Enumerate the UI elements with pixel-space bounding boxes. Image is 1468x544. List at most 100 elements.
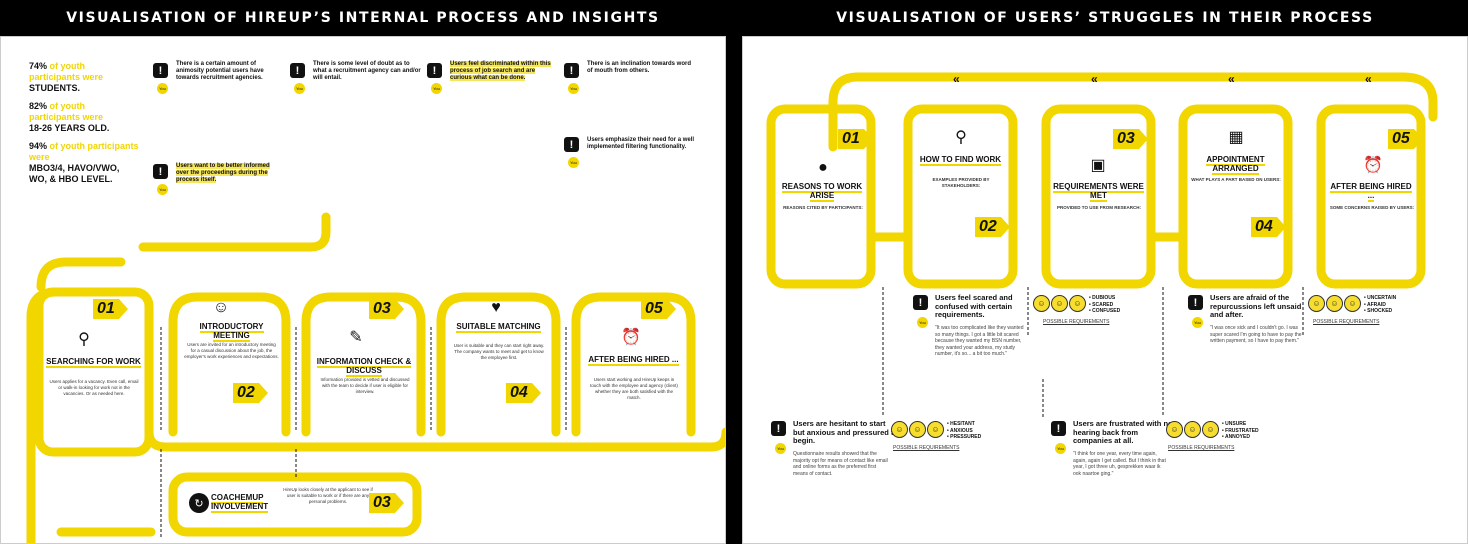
afraid-face-icon: ☺ bbox=[1326, 295, 1343, 312]
stat-students-num: 74% bbox=[29, 61, 48, 71]
alert-icon: ! bbox=[564, 137, 579, 152]
you-icon: You bbox=[1055, 443, 1066, 454]
right-process-path bbox=[766, 72, 1438, 417]
right-step-tag-01: 01 bbox=[838, 129, 873, 149]
step-title-05-text: AFTER BEING HIRED ... bbox=[588, 355, 679, 366]
right-step-sub-04: WHAT PLAYS A PART BASED ON USERS: bbox=[1191, 177, 1281, 182]
emotion-list-2: • UNCERTAIN • AFRAID • SHOCKED bbox=[1364, 295, 1396, 315]
chevron-left-icon: « bbox=[953, 72, 960, 86]
scared-face-icon: ☺ bbox=[1051, 295, 1068, 312]
step-text-coachemup: HireUp looks closely at the applicant to… bbox=[283, 487, 373, 504]
possible-requirements-label: POSSIBLE REQUIREMENTS bbox=[1168, 445, 1235, 451]
insight-title-3: Users feel discriminated within this pro… bbox=[450, 61, 551, 81]
left-process-path bbox=[26, 212, 725, 543]
stat-age: 82% of youth participants were 18-26 YEA… bbox=[29, 101, 129, 134]
emotion-list-1: • DUBIOUS • SCARED • CONFUSED bbox=[1089, 295, 1120, 315]
right-step-tag-03: 03 bbox=[1113, 129, 1148, 149]
emotion-item: • SHOCKED bbox=[1364, 308, 1393, 314]
stat-level-text: of youth participants were bbox=[29, 141, 139, 162]
chevron-left-icon: « bbox=[1228, 72, 1235, 86]
stat-age-value: 18-26 YEARS OLD. bbox=[29, 123, 110, 133]
right-step-tag-05: 05 bbox=[1388, 129, 1423, 149]
you-icon: You bbox=[775, 443, 786, 454]
emotion-item: • UNSURE bbox=[1222, 421, 1247, 427]
struggle-quote-3: Questionnaire results showed that the ma… bbox=[793, 451, 888, 477]
you-icon: You bbox=[294, 83, 305, 94]
uncertain-face-icon: ☺ bbox=[1308, 295, 1325, 312]
handshake-icon: ♥ bbox=[491, 299, 501, 316]
insight-note-2: There is some level of doubt as to what … bbox=[313, 61, 421, 85]
right-step-sub-01: REASONS CITED BY PARTICIPANTS: bbox=[783, 205, 863, 210]
step-title-04: SUITABLE MATCHING bbox=[451, 322, 546, 333]
stat-age-text: of youth participants were bbox=[29, 101, 104, 122]
annoyed-face-icon: ☺ bbox=[1202, 421, 1219, 438]
stat-level-value: MBO3/4, HAVO/VWO, WO, & HBO LEVEL. bbox=[29, 163, 120, 184]
struggle-quote-2: "I was once sick and I couldn't go. I wa… bbox=[1210, 325, 1302, 344]
right-step-title-05-text: AFTER BEING HIRED ... bbox=[1330, 182, 1412, 202]
struggle-title-3: Users are hesitant to start but anxious … bbox=[793, 419, 899, 445]
emotion-item: • CONFUSED bbox=[1089, 308, 1121, 314]
emotion-item: • ANNOYED bbox=[1222, 434, 1250, 440]
insight-title-4: There is an inclination towards word of … bbox=[587, 61, 692, 74]
possible-requirements-label: POSSIBLE REQUIREMENTS bbox=[1313, 319, 1380, 325]
left-frame: 74% of youth participants were STUDENTS.… bbox=[0, 36, 726, 544]
step-title-01-text: SEARCHING FOR WORK bbox=[46, 357, 141, 368]
calendar-icon: ▦ bbox=[1228, 129, 1244, 146]
struggle-quote-4: "I think for one year, every time again,… bbox=[1073, 451, 1166, 477]
chevron-left-icon: « bbox=[1091, 72, 1098, 86]
insight-note-3: Users feel discriminated within this pro… bbox=[450, 61, 558, 82]
stat-students: 74% of youth participants were STUDENTS. bbox=[29, 61, 129, 94]
unsure-face-icon: ☺ bbox=[1166, 421, 1183, 438]
confused-face-icon: ☺ bbox=[1069, 295, 1086, 312]
speech-bubble-icon: ● bbox=[818, 159, 828, 176]
emotion-list-3: • HESITANT • ANXIOUS • PRESSURED bbox=[947, 421, 981, 441]
alert-icon: ! bbox=[1051, 421, 1066, 436]
emotion-item: • SCARED bbox=[1089, 301, 1114, 308]
struggle-title-2: Users are afraid of the repurcussions le… bbox=[1210, 293, 1302, 319]
alert-icon: ! bbox=[1188, 295, 1203, 310]
insight-note-4: There is an inclination towards word of … bbox=[587, 61, 695, 78]
you-icon: You bbox=[1192, 317, 1203, 328]
insight-note-5: Users want to be better informed over th… bbox=[176, 163, 276, 184]
alert-icon: ! bbox=[427, 63, 442, 78]
right-step-title-03-text: REQUIREMENTS WERE MET bbox=[1053, 182, 1144, 202]
step-tag-coachemup: 03 bbox=[369, 493, 404, 513]
right-step-sub-02: EXAMPLES PROVIDED BY STAKEHOLDERS: bbox=[932, 177, 990, 188]
refresh-icon: ↻ bbox=[189, 493, 209, 513]
you-icon: You bbox=[157, 83, 168, 94]
hesitant-face-icon: ☺ bbox=[891, 421, 908, 438]
right-step-title-03: REQUIREMENTS WERE MET bbox=[1051, 182, 1146, 202]
alert-icon: ! bbox=[913, 295, 928, 310]
step-title-coachemup: COACHEMUP INVOLVEMENT bbox=[211, 493, 281, 513]
emotion-list-4: • UNSURE • FRUSTRATED • ANNOYED bbox=[1222, 421, 1259, 441]
stat-level: 94% of youth participants were MBO3/4, H… bbox=[29, 141, 139, 185]
shocked-face-icon: ☺ bbox=[1344, 295, 1361, 312]
pressured-face-icon: ☺ bbox=[927, 421, 944, 438]
step-tag-03: 03 bbox=[369, 299, 404, 319]
step-title-02: INTRODUCTORY MEETING bbox=[184, 322, 279, 342]
step-tag-05: 05 bbox=[641, 299, 676, 319]
chevron-left-icon: « bbox=[1365, 72, 1372, 86]
right-step-title-02-text: HOW TO FIND WORK bbox=[919, 155, 1002, 166]
struggle-title-4: Users are frustrated with not hearing ba… bbox=[1073, 419, 1176, 445]
right-panel: VISUALISATION OF USERS’ STRUGGLES IN THE… bbox=[742, 0, 1468, 544]
left-banner: VISUALISATION OF HIREUP’S INTERNAL PROCE… bbox=[0, 0, 726, 36]
right-banner: VISUALISATION OF USERS’ STRUGGLES IN THE… bbox=[742, 0, 1468, 36]
left-panel: VISUALISATION OF HIREUP’S INTERNAL PROCE… bbox=[0, 0, 726, 544]
step-title-coachemup-text: COACHEMUP INVOLVEMENT bbox=[211, 493, 269, 513]
right-step-sub-03: PROVIDED TO USE FROM RESEARCH: bbox=[1057, 205, 1141, 210]
question-search-icon: ⚲ bbox=[955, 129, 967, 146]
emotion-item: • PRESSURED bbox=[947, 434, 982, 440]
struggle-quote-1: "It was too complicated like they wanted… bbox=[935, 325, 1024, 357]
step-tag-01: 01 bbox=[93, 299, 128, 319]
alarm-clock-icon: ⏰ bbox=[1363, 157, 1383, 174]
you-icon: You bbox=[568, 157, 579, 168]
right-frame: « « « « 01 ● REASONS TO WORK ARISE REASO… bbox=[742, 36, 1468, 544]
right-step-tag-04: 04 bbox=[1251, 217, 1286, 237]
emotion-item: • ANXIOUS bbox=[947, 427, 973, 434]
step-title-04-text: SUITABLE MATCHING bbox=[456, 322, 541, 333]
alarm-clock-icon: ⏰ bbox=[621, 329, 641, 346]
emotion-item: • HESITANT bbox=[947, 421, 975, 427]
stat-age-num: 82% bbox=[29, 101, 48, 111]
right-step-title-05: AFTER BEING HIRED ... bbox=[1326, 182, 1416, 202]
